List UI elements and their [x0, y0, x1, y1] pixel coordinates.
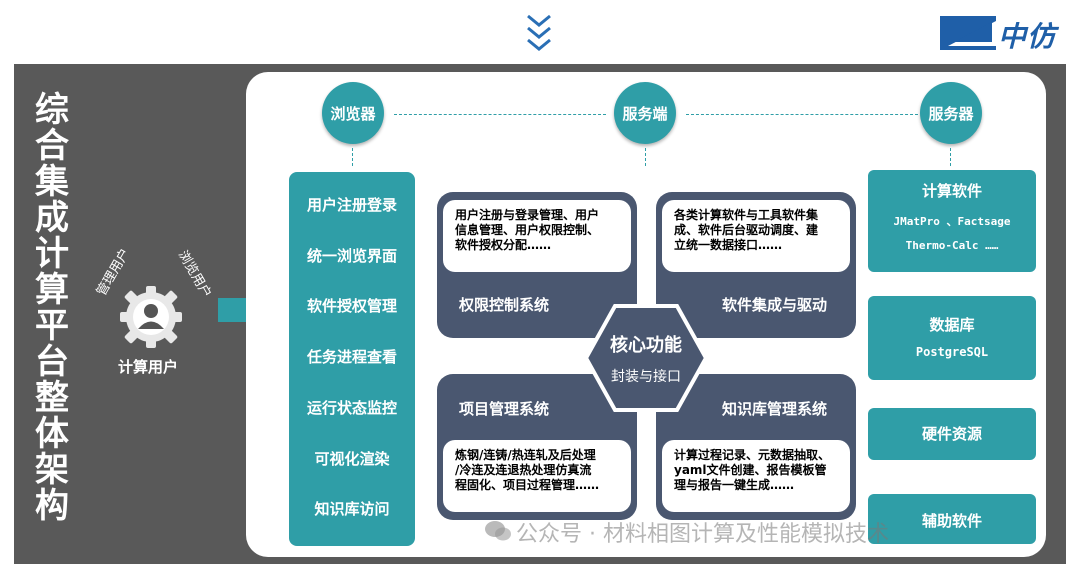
core-hexagon	[584, 304, 708, 412]
database-box: 数据库 PostgreSQL	[868, 296, 1036, 380]
database-title: 数据库	[929, 316, 975, 334]
compute-software-box: 计算软件 JMatPro 、Factsage Thermo-Calc ……	[868, 170, 1036, 272]
desc-line: /冷连及连退热处理仿真流	[455, 463, 592, 477]
compute-software-title: 计算软件	[921, 182, 982, 200]
wechat-icon	[485, 521, 511, 541]
knowledge-system-desc: 计算过程记录、元数据抽取、 yaml文件创建、报告模板管 理与报告一键生成……	[662, 440, 850, 512]
auxiliary-title: 辅助软件	[921, 512, 982, 530]
software-integration-desc: 各类计算软件与工具软件集 成、软件后台驱动调度、建 立统一数据接口……	[662, 200, 850, 272]
knowledge-system-title: 知识库管理系统	[722, 400, 828, 418]
core-title: 核心功能	[610, 335, 682, 356]
permission-system-title: 权限控制系统	[459, 296, 550, 314]
browser-feature: 知识库访问	[314, 500, 390, 518]
hardware-title: 硬件资源	[921, 425, 982, 443]
watermark-text: 公众号 · 材料相图计算及性能模拟技术	[516, 522, 889, 547]
hardware-box: 硬件资源	[868, 408, 1036, 460]
auxiliary-box: 辅助软件	[868, 494, 1036, 544]
tier-browser: 浏览器	[322, 82, 384, 144]
desc-line: yaml文件创建、报告模板管	[674, 463, 827, 477]
compute-user-label: 计算用户	[118, 358, 179, 376]
core-subtitle: 封装与接口	[611, 369, 681, 385]
software-integration-title: 软件集成与驱动	[722, 296, 828, 314]
logo-text: 中仿	[998, 20, 1057, 53]
desc-line: 程固化、项目过程管理……	[455, 478, 600, 492]
tier-drop-line	[950, 148, 951, 166]
panel-title: 综合集成计算平台整体架构	[35, 90, 69, 526]
desc-line: 炼钢/连铸/热连轧及后处理	[455, 448, 596, 462]
desc-line: 成、软件后台驱动调度、建	[674, 223, 819, 237]
tier-service: 服务端	[614, 82, 676, 144]
browser-feature: 统一浏览界面	[306, 247, 397, 265]
logo-mark-icon	[940, 16, 996, 50]
triple-chevron-down-icon	[527, 14, 551, 51]
database-line: PostgreSQL	[915, 345, 989, 359]
browser-feature: 用户注册登录	[306, 196, 397, 214]
tier-connector	[394, 114, 606, 115]
project-system-title: 项目管理系统	[459, 400, 550, 418]
project-system-desc: 炼钢/连铸/热连轧及后处理 /冷连及连退热处理仿真流 程固化、项目过程管理……	[443, 440, 631, 512]
desc-line: 计算过程记录、元数据抽取、	[674, 448, 831, 462]
tier-connector	[686, 114, 918, 115]
desc-line: 软件授权分配……	[455, 238, 552, 252]
tier-server: 服务器	[920, 82, 982, 144]
desc-line: 信息管理、用户权限控制、	[455, 223, 600, 237]
permission-system-desc: 用户注册与登录管理、用户 信息管理、用户权限控制、 软件授权分配……	[443, 200, 631, 272]
compute-software-line: Thermo-Calc ……	[905, 239, 999, 252]
user-gear-icon	[120, 286, 182, 348]
browser-feature: 运行状态监控	[306, 399, 397, 417]
browser-feature: 任务进程查看	[306, 348, 397, 366]
browser-features: 用户注册登录 统一浏览界面 软件授权管理 任务进程查看 运行状态监控 可视化渲染…	[289, 172, 415, 546]
tier-drop-line	[352, 148, 353, 166]
desc-line: 立统一数据接口……	[674, 238, 783, 252]
browser-feature: 可视化渲染	[314, 450, 390, 468]
desc-line: 理与报告一键生成……	[674, 478, 795, 492]
tier-drop-line	[645, 148, 646, 166]
desc-line: 用户注册与登录管理、用户	[455, 208, 600, 222]
compute-software-line: JMatPro 、Factsage	[893, 215, 1011, 228]
browser-feature: 软件授权管理	[306, 297, 397, 315]
desc-line: 各类计算软件与工具软件集	[674, 208, 819, 222]
